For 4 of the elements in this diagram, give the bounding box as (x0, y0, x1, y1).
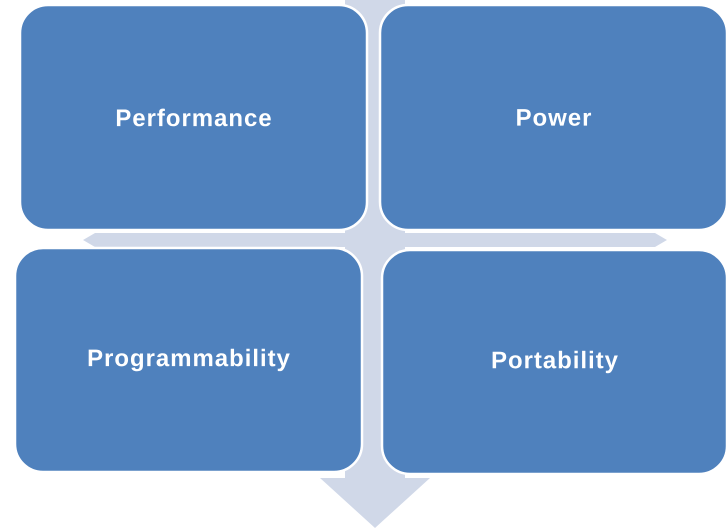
rounded-box: Performance (18, 4, 368, 232)
rounded-box: Programmability (14, 246, 364, 474)
rounded-box: Power (378, 4, 727, 232)
rounded-box: Portability (380, 248, 727, 476)
